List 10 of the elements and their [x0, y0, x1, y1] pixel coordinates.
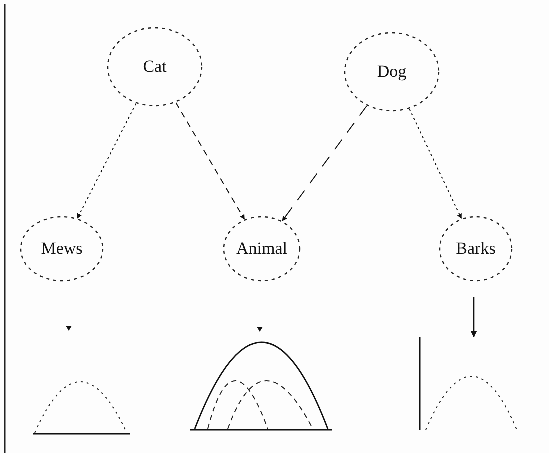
arrow [409, 108, 462, 220]
node-label: Cat [142, 57, 168, 77]
arrow [282, 106, 368, 222]
node-label: Mews [40, 239, 84, 259]
arrow [176, 102, 246, 220]
node-label: Dog [376, 62, 408, 82]
arrow [77, 103, 137, 219]
node-label: Animal [236, 239, 288, 259]
node-label: Barks [455, 239, 497, 259]
arrow [470, 297, 478, 338]
